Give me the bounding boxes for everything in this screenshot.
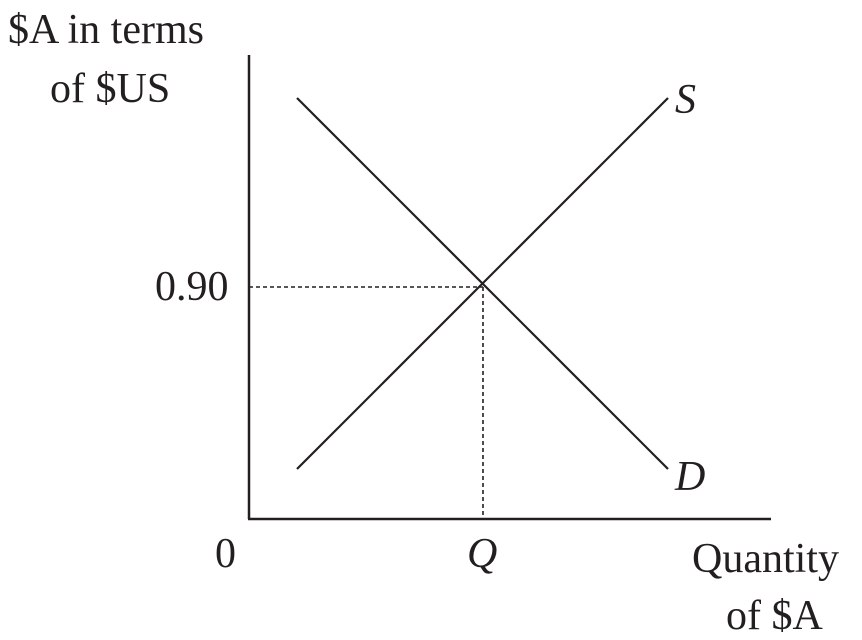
supply-curve xyxy=(296,97,669,470)
quantity-tick-label: Q xyxy=(467,531,498,577)
y-axis-label-line-2: of $US xyxy=(50,66,171,112)
x-axis-label-line-2: of $A xyxy=(726,593,823,639)
demand-curve-label: D xyxy=(675,454,706,500)
price-tick-label: 0.90 xyxy=(155,264,229,310)
x-axis-label-line-1: Quantity xyxy=(692,536,839,582)
supply-curve-label: S xyxy=(675,77,696,123)
origin-label: 0 xyxy=(215,531,236,577)
y-axis-label-line-1: $A in terms xyxy=(8,7,204,53)
